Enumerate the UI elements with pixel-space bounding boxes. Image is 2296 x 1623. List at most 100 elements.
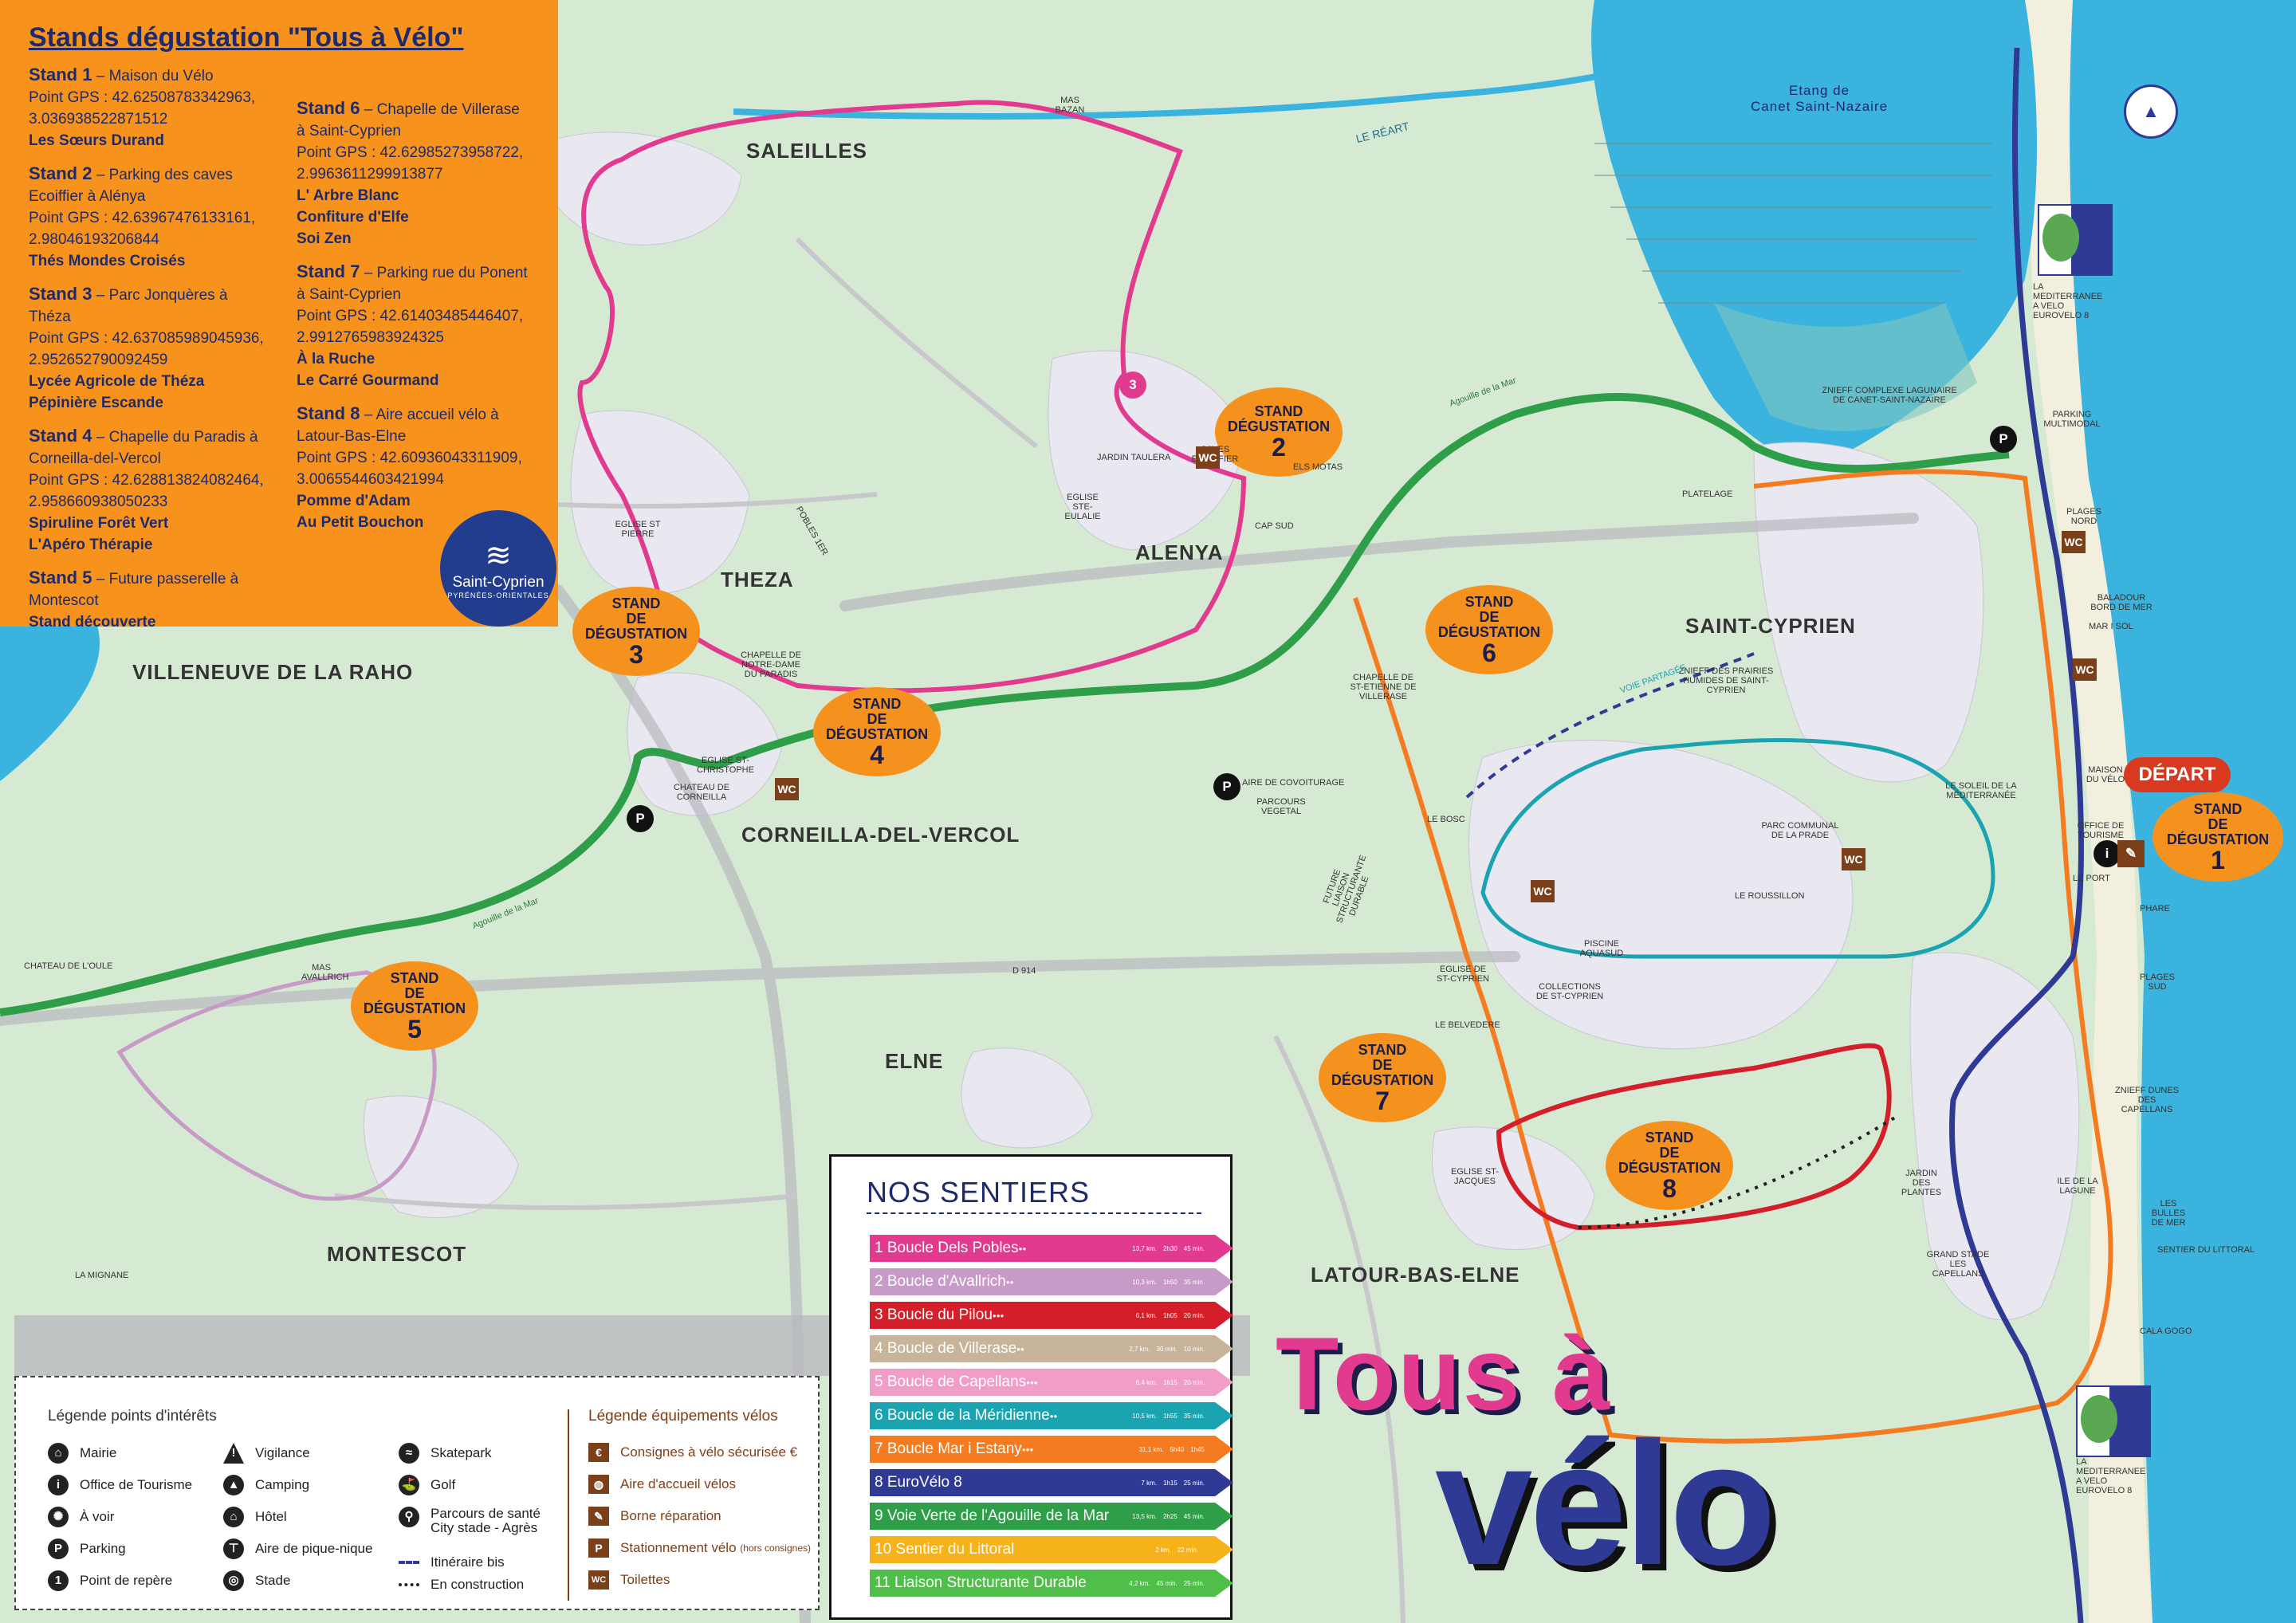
stand-3-num: Stand 3: [29, 284, 92, 304]
trail-t2: 45 min.: [1183, 1512, 1205, 1520]
stand-marker-4[interactable]: STAND DE DÉGUSTATION 4: [813, 687, 941, 776]
parking-icon-corneilla[interactable]: P: [627, 805, 654, 832]
trail-label: 7 Boucle Mar i Estany: [875, 1440, 1022, 1457]
wc-icon-caves: WC: [1196, 446, 1220, 469]
legend-stade: ◎Stade: [223, 1570, 290, 1591]
poi-cala-gogo: CALA GOGO: [2140, 1326, 2192, 1336]
stand-1-num: Stand 1: [29, 65, 92, 84]
stand-5-place: Future passerelle à: [108, 571, 239, 588]
stand-marker-6[interactable]: STAND DE DÉGUSTATION 6: [1425, 585, 1553, 674]
office-icon: i: [48, 1475, 69, 1495]
stand-5-line1: STAND: [390, 969, 439, 986]
golf-icon: ⛳: [399, 1475, 419, 1495]
poi-soleil: LE SOLEIL DE LA MÉDITERRANÉE: [1945, 781, 2017, 800]
legend-construction: En construction: [399, 1577, 524, 1593]
trail-t1: 2h25: [1162, 1512, 1177, 1520]
trail-t1: 1h50: [1162, 1278, 1177, 1286]
town-corneilla: CORNEILLA-DEL-VERCOL: [741, 823, 1020, 847]
trail-row[interactable]: 4 Boucle de Villerase●●2,7 km.30 min.10 …: [870, 1335, 1233, 1362]
stand-4-vendor1: Spiruline Forêt Vert: [29, 515, 169, 532]
trail-label: 2 Boucle d'Avallrich: [875, 1273, 1006, 1290]
legend-a-voir: ✺À voir: [48, 1507, 114, 1527]
stand-marker-5[interactable]: STAND DE DÉGUSTATION 5: [351, 961, 478, 1051]
trail-dist: 13,7 km.: [1132, 1244, 1157, 1252]
stand-2-gps2: 2.98046193206844: [29, 231, 159, 248]
stand-marker-2[interactable]: STAND DÉGUSTATION 2: [1215, 387, 1343, 477]
stand-3-place: Parc Jonquères à: [108, 287, 228, 304]
stand-7-gps2: 2.991276598392432​5: [297, 329, 444, 346]
stand-5-line3: DÉGUSTATION: [363, 1000, 466, 1016]
repair-icon[interactable]: ✎: [2117, 840, 2145, 867]
stand-8-gps2: 3.006554460342199​4: [297, 471, 444, 488]
legend-a-voir-label: À voir: [80, 1509, 115, 1524]
trail-t1: 1h55: [1162, 1412, 1177, 1420]
stand-marker-1[interactable]: STAND DE DÉGUSTATION 1: [2152, 792, 2283, 882]
title-line1: Tous à: [1276, 1315, 1612, 1432]
stand-5-line2: DE: [404, 984, 425, 1001]
legend-camping-label: Camping: [255, 1477, 310, 1492]
legend-golf-label: Golf: [431, 1477, 456, 1492]
stand-1-gps1: Point GPS : 42.62508783342963,: [29, 89, 256, 106]
legend-vigilance-label: Vigilance: [255, 1445, 310, 1460]
mairie-icon: ⌂: [48, 1443, 69, 1464]
legend-hotel: ⌂Hôtel: [223, 1507, 287, 1527]
stand-2-info: Stand 2 – Parking des caves Ecoiffier à …: [29, 163, 256, 269]
stand-marker-7[interactable]: STAND DE DÉGUSTATION 7: [1319, 1033, 1446, 1122]
trail-label: 1 Boucle Dels Pobles: [875, 1240, 1019, 1256]
stand-5-place2: Montescot: [29, 592, 99, 609]
stand-marker-3[interactable]: STAND DE DÉGUSTATION 3: [572, 587, 700, 676]
stand-1-line2: DE: [2208, 815, 2228, 832]
legend-repere-label: Point de repère: [80, 1573, 173, 1588]
trail-dist: 7 km.: [1141, 1479, 1157, 1487]
stand-2-number: 2: [1272, 433, 1286, 462]
wc-icon-marisol: WC: [2073, 658, 2097, 681]
etang-line1: Etang de: [1789, 83, 1850, 98]
trail-t1: 2h30: [1162, 1244, 1177, 1252]
info-icon[interactable]: i: [2094, 840, 2121, 867]
trail-t1: 1h15: [1162, 1378, 1177, 1386]
eurovelo-logo-bottom: [2076, 1385, 2151, 1457]
trail-t1: 1h15: [1162, 1479, 1177, 1487]
stand-7-line1: STAND: [1358, 1041, 1407, 1058]
stand-1-number: 1: [2211, 845, 2225, 874]
trail-t2: 20 min.: [1183, 1378, 1205, 1386]
stand-5-info: Stand 5 – Future passerelle à Montescot …: [29, 568, 239, 631]
stand-8-info: Stand 8 – Aire accueil vélo à Latour-Bas…: [297, 403, 522, 531]
poi-maison-velo: MAISON DU VÉLO: [2086, 765, 2125, 784]
poi-belvedere: LE BELVEDERE: [1435, 1020, 1500, 1030]
sentiers-title: NOS SENTIERS: [867, 1176, 1091, 1208]
etang-label: Etang de Canet Saint-Nazaire: [1751, 83, 1888, 115]
poi-la-mignane: LA MIGNANE: [75, 1271, 129, 1280]
town-saleilles: SALEILLES: [746, 139, 868, 163]
parking-icon-covoit[interactable]: P: [1213, 773, 1240, 800]
stand-6-gps2: 2.996361129991387​7: [297, 166, 443, 183]
legend-consignes-label: Consignes à vélo sécurisée: [620, 1444, 786, 1460]
legend-parking-label: Parking: [80, 1541, 126, 1556]
stand-marker-8[interactable]: STAND DE DÉGUSTATION 8: [1606, 1121, 1733, 1210]
poi-roussillon: LE ROUSSILLON: [1735, 891, 1805, 901]
point-marker-3[interactable]: 3: [1119, 371, 1146, 399]
stand-4-place: Chapelle du Paradis à: [108, 429, 258, 446]
picnic-icon: ⊤: [223, 1539, 244, 1559]
trail-dist: 31,1 km.: [1138, 1445, 1164, 1453]
parking-icon[interactable]: P: [1990, 426, 2017, 453]
stand-1-line1: STAND: [2193, 800, 2243, 817]
poi-bulles: LES BULLES DE MER: [2151, 1199, 2186, 1228]
poi-office: OFFICE DE TOURISME: [2077, 821, 2125, 840]
trail-meta: 2 km.22 min.: [1149, 1546, 1205, 1554]
stand-2-place: Parking des caves: [108, 167, 233, 183]
trail-dist: 4,2 km.: [1129, 1579, 1150, 1587]
